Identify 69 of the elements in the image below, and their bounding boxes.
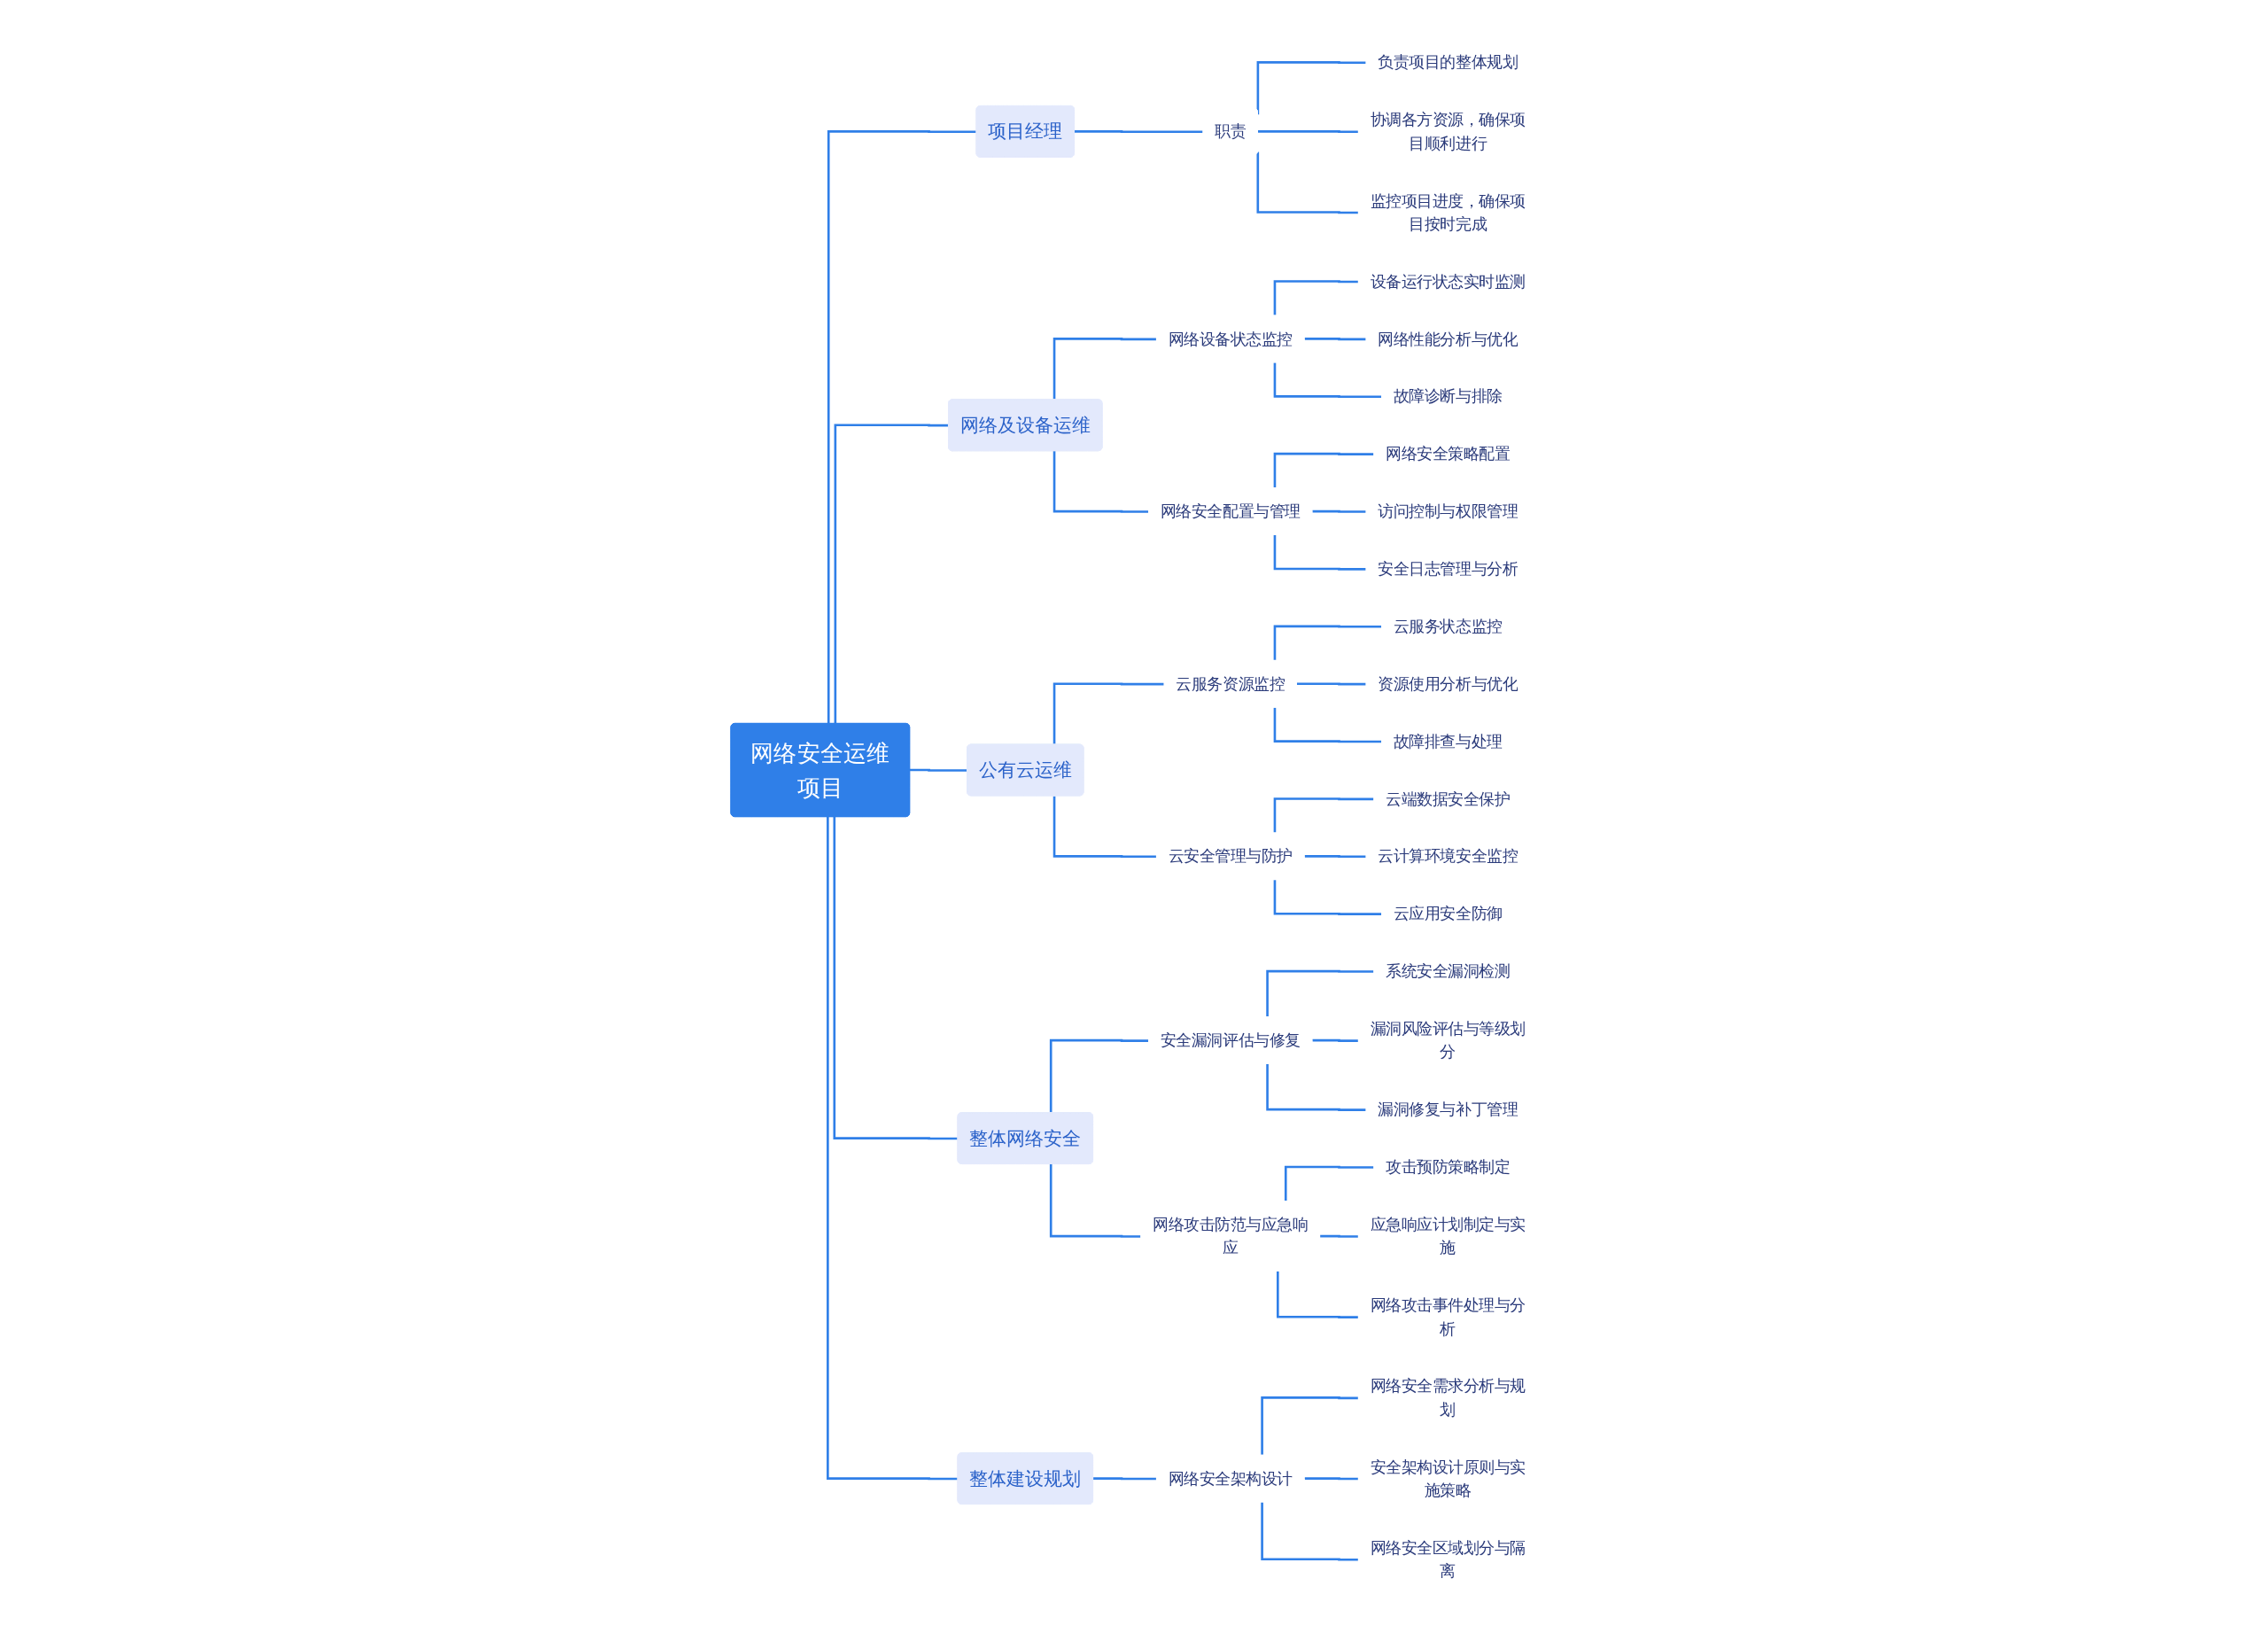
node-text: 故障诊断与排除	[1393, 386, 1503, 406]
connector	[1256, 152, 1359, 214]
node-text: 云端数据安全保护	[1386, 789, 1511, 808]
node-text: 网络性能分析与优化	[1378, 329, 1518, 348]
node-text: 系统安全漏洞检测	[1386, 961, 1511, 981]
connector	[1303, 338, 1367, 341]
node-text: 网络攻击防范与应急响应	[1153, 1215, 1309, 1257]
node-text: 资源使用分析与优化	[1378, 674, 1518, 694]
node-text: 网络安全架构设计	[1168, 1468, 1293, 1488]
connector	[908, 768, 967, 772]
connector	[1261, 1502, 1359, 1561]
connector	[1273, 879, 1383, 915]
node-text: 云安全管理与防护	[1168, 846, 1293, 866]
node-text: 网络设备状态监控	[1168, 329, 1293, 348]
connector	[1295, 682, 1367, 686]
connector	[833, 816, 959, 1140]
connector	[1256, 60, 1367, 115]
node-text: 网络安全配置与管理	[1160, 502, 1301, 521]
connector	[1266, 1063, 1367, 1111]
connector	[1049, 1038, 1150, 1113]
node-text: 安全漏洞评估与修复	[1160, 1030, 1301, 1050]
node-text: 网络安全区域划分与隔离	[1370, 1537, 1526, 1581]
node-text: 云应用安全防御	[1393, 904, 1503, 923]
connector	[1273, 534, 1367, 571]
connector	[827, 129, 977, 724]
connector	[1266, 969, 1375, 1018]
connector	[1273, 452, 1375, 489]
node-text: 云计算环境安全监控	[1378, 846, 1518, 866]
node-text: 漏洞修复与补丁管理	[1378, 1100, 1518, 1119]
node-text: 网络攻击事件处理与分析	[1370, 1295, 1526, 1338]
connector	[1052, 338, 1157, 400]
connector	[1284, 1165, 1375, 1201]
connector	[1256, 129, 1359, 133]
connector	[1073, 129, 1204, 133]
node-text: 云服务资源监控	[1176, 674, 1285, 694]
node-text: 设备运行状态实时监测	[1370, 271, 1526, 291]
node-text: 云服务状态监控	[1393, 617, 1503, 636]
node-text: 网络安全需求分析与规划	[1370, 1376, 1526, 1419]
connector	[1303, 1477, 1359, 1481]
node-text: 漏洞风险评估与等级划分	[1370, 1019, 1526, 1061]
node-text: 故障排查与处理	[1393, 731, 1503, 750]
connector	[1091, 1477, 1157, 1481]
connector	[1273, 280, 1359, 316]
node-text: 负责项目的整体规划	[1378, 52, 1518, 72]
connector	[1261, 1396, 1359, 1456]
node-text: 监控项目进度，确保项目按时完成	[1370, 191, 1526, 234]
connector	[1310, 1038, 1359, 1042]
connector	[1273, 362, 1383, 398]
connector	[1052, 451, 1150, 513]
node-text: 攻击预防策略制定	[1386, 1157, 1511, 1177]
connector	[1303, 854, 1367, 858]
node-text: 协调各方资源，确保项目顺利进行	[1370, 110, 1526, 152]
connector	[1049, 1163, 1142, 1238]
connector	[1276, 1271, 1359, 1318]
connector	[827, 816, 959, 1481]
connector	[1318, 1234, 1359, 1238]
node-text: 网络安全策略配置	[1386, 444, 1511, 463]
connector	[834, 424, 949, 724]
node-text: 访问控制与权限管理	[1378, 502, 1518, 521]
connector	[1273, 707, 1383, 743]
connector	[1310, 509, 1367, 513]
node-text: 安全日志管理与分析	[1378, 559, 1518, 579]
connector	[1273, 625, 1383, 661]
node-text: 应急响应计划制定与实施	[1370, 1215, 1526, 1257]
node-text: 职责	[1215, 121, 1247, 141]
connector	[1273, 797, 1375, 834]
connector	[1052, 682, 1165, 745]
connector	[1052, 796, 1157, 858]
node-text: 安全架构设计原则与实施策略	[1370, 1457, 1526, 1500]
